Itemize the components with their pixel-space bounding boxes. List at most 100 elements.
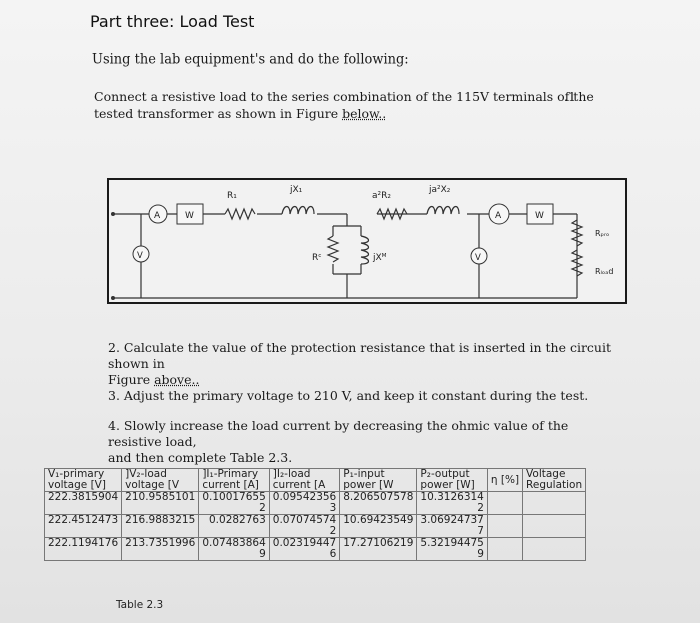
voltmeter-right	[470, 247, 488, 265]
step-2-line-1: 2. Calculate the value of the protection…	[108, 340, 612, 371]
table-cell-text: 9	[259, 548, 266, 560]
intro-text: Using the lab equipment's and do the fol…	[92, 51, 409, 68]
step-2-line-2-text: Figure	[108, 372, 155, 387]
step-4-line-1: 4. Slowly increase the load current by d…	[108, 418, 569, 449]
label-rpro: Rₚᵣₒ	[595, 229, 609, 238]
section-heading: Part three: Load Test	[90, 12, 255, 31]
table-cell-text: 10.3126314	[420, 491, 484, 503]
wattmeter-right-label: W	[535, 211, 544, 221]
ammeter-left-label: A	[154, 211, 161, 221]
label-rc: Rᶜ	[312, 253, 322, 263]
table-cell	[522, 514, 587, 538]
label-x1: jX₁	[289, 185, 303, 195]
table-row: 222.4512473 216.9883215 0.0282763 0.0707457…	[43, 514, 587, 538]
table-cell: 8.206507578	[339, 491, 418, 515]
step-2-line-2: Figure above..	[108, 372, 618, 388]
wattmeter-left	[176, 203, 204, 225]
column-header-line: V₁-primary	[48, 468, 105, 480]
label-r1: R₁	[227, 191, 237, 201]
table-cell-text: 210.9585101	[125, 491, 196, 503]
table-cell-text: 0.02319447	[272, 537, 337, 549]
column-header-line: η [%]	[490, 473, 520, 486]
table-cell-text: 10.69423549	[343, 514, 414, 526]
figure-above-link: above..	[154, 372, 200, 387]
table-cell	[522, 537, 587, 561]
table-caption: Table 2.3	[116, 599, 164, 611]
circuit-frame	[107, 178, 627, 304]
step-4-line-2: and then complete Table 2.3.	[108, 450, 293, 465]
table-cell-text: 7	[477, 525, 484, 537]
table-cell: 222.1194176	[43, 537, 123, 561]
column-header-line: ]I₂-load	[272, 468, 311, 480]
ammeter-right-label: A	[495, 211, 502, 221]
table-cell	[522, 491, 587, 515]
table-cell-text: 0.07074574	[272, 514, 337, 526]
table-cell: 17.27106219	[339, 537, 418, 561]
table-cell-text: 222.1194176	[48, 537, 119, 549]
table-cell: 10.69423549	[339, 514, 418, 538]
voltmeter-left	[132, 245, 150, 263]
table-cell	[486, 491, 524, 515]
column-header-line: Voltage	[526, 468, 566, 480]
table-cell-text: 222.4512473	[48, 514, 119, 526]
table-cell	[486, 537, 524, 561]
table-cell-text: 6	[329, 548, 337, 560]
label-rload: Rₗₒₐd	[595, 267, 613, 276]
table-cell-text: 9	[477, 548, 484, 560]
ammeter-right	[488, 203, 510, 225]
table-cell-text: 8.206507578	[343, 491, 414, 503]
column-header-line: power [W	[343, 479, 394, 491]
table-cell-text: 0.07483864	[202, 537, 266, 549]
column-header-line: current [A	[272, 479, 326, 491]
table-cell-text: 5.32194475	[420, 537, 484, 549]
column-header-line: power [W]	[420, 479, 475, 491]
voltmeter-left-label: V	[137, 251, 143, 261]
column-header: η [%]	[486, 468, 524, 492]
wattmeter-left-label: W	[185, 211, 194, 221]
instructions: 2. Calculate the value of the protection…	[108, 340, 618, 466]
table-cell-text: 2	[477, 502, 484, 514]
step-1-line-2-text: tested transformer as shown in Figure	[94, 106, 343, 121]
column-header-line: ]V₂-load	[125, 468, 167, 480]
table-cell-text: 213.7351996	[125, 537, 196, 549]
column-header-line: current [A]	[202, 479, 259, 491]
table-cell-text: 3.06924737	[420, 514, 484, 526]
circuit-diagram: W W A A V V R₁ jX₁ a²R₂ ja²X₂ Rᶜ jXᴹ Rₚᵣ…	[107, 178, 627, 304]
table-cell-text: 3	[329, 502, 337, 514]
table-cell-text: 216.9883215	[125, 514, 196, 526]
table-cell-text: 0.10017655	[202, 491, 266, 503]
table-cell-text: 0.0282763	[209, 514, 266, 526]
ammeter-left	[148, 204, 168, 224]
step-1-text: Connect a resistive load to the series c…	[94, 88, 614, 122]
table-cell: 213.7351996	[121, 537, 200, 561]
table-cell: 222.4512473	[43, 514, 123, 538]
table-cell: 216.9883215	[121, 514, 200, 538]
table-cell: 0.0282763	[198, 514, 270, 538]
step-1-number: .1	[564, 89, 576, 104]
column-header-line: voltage [V]	[48, 479, 106, 491]
label-xm: jXᴹ	[372, 253, 387, 263]
label-r2: a²R₂	[372, 191, 391, 201]
column-header-line: P₁-input	[343, 468, 385, 480]
label-x2: ja²X₂	[428, 185, 451, 195]
voltmeter-right-label: V	[475, 253, 481, 263]
table-cell	[486, 514, 524, 538]
step-1-line-1: Connect a resistive load to the series c…	[94, 89, 594, 104]
